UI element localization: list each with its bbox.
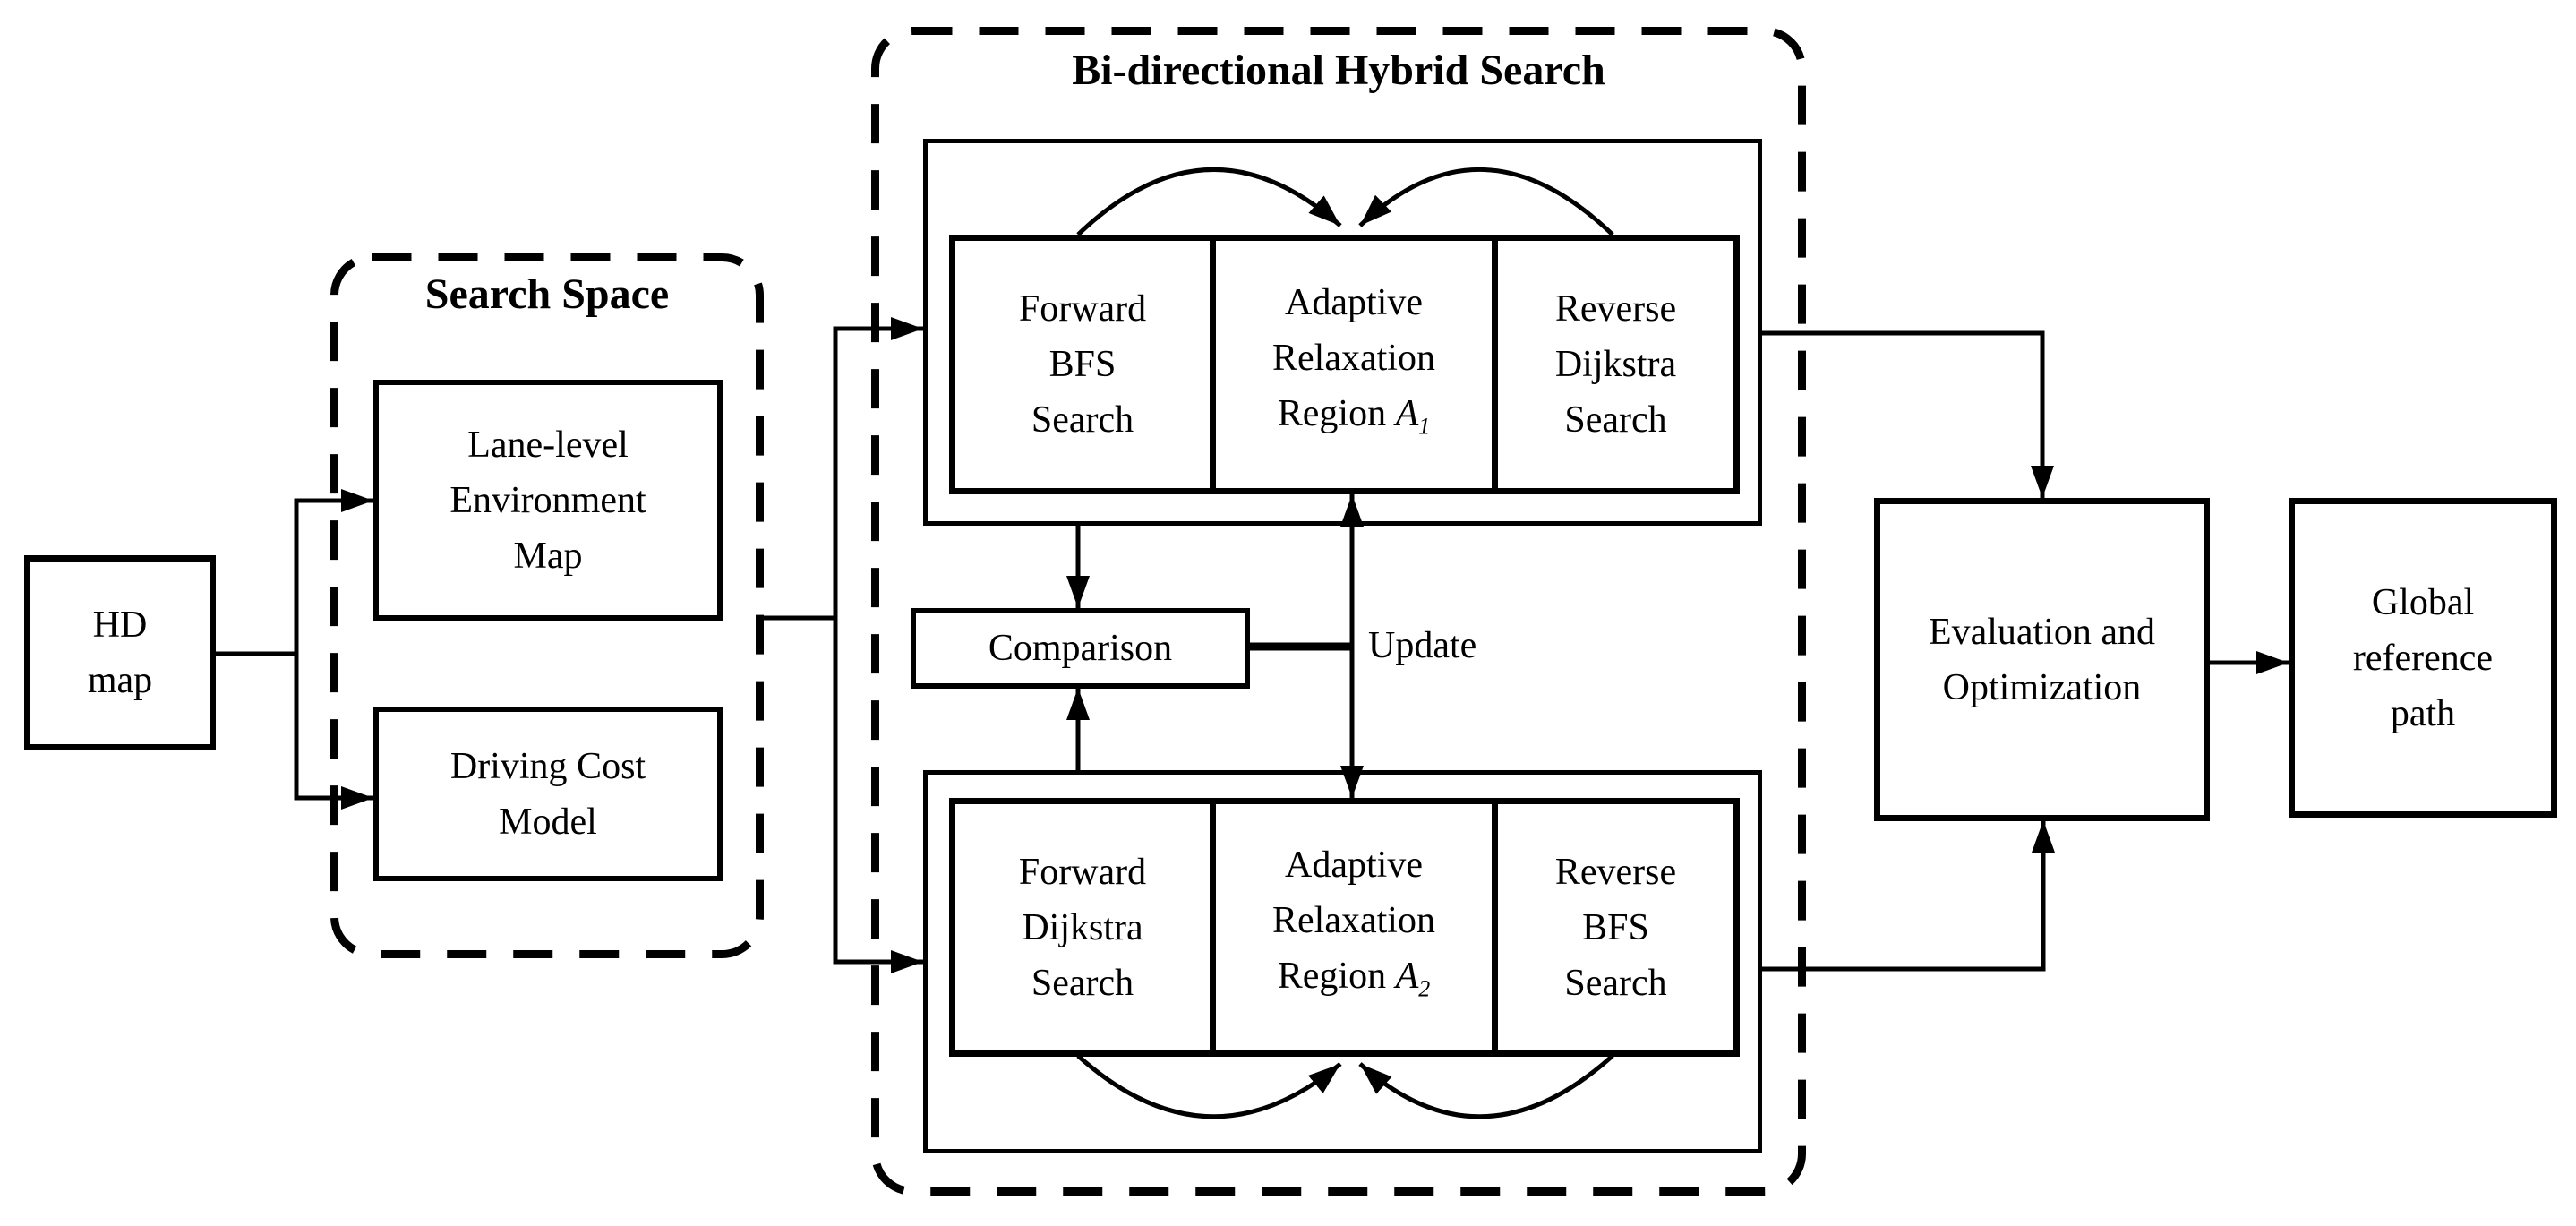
reverse-dijkstra-to-region-arc bbox=[1358, 167, 1614, 236]
searchspace-split-connector bbox=[761, 326, 838, 965]
lane-level-line: Environment bbox=[449, 479, 646, 521]
region-subscript: 2 bbox=[1418, 975, 1431, 1002]
forward-bfs-search-node: Forward BFS Search bbox=[949, 235, 1216, 494]
driving-cost-model-node: Driving Cost Model bbox=[373, 707, 723, 881]
region-subscript: 1 bbox=[1418, 413, 1431, 440]
forward-dijkstra-line: Dijkstra bbox=[1022, 906, 1143, 948]
region-word: Region bbox=[1277, 392, 1396, 434]
region-symbol: A bbox=[1395, 956, 1419, 998]
adaptive-relaxation-region-a1-node: Adaptive Relaxation Region A1 bbox=[1210, 235, 1498, 494]
region-symbol: A bbox=[1395, 392, 1419, 434]
adaptive-region-line: Region A2 bbox=[1278, 948, 1430, 1016]
hdmap-split-connector bbox=[212, 498, 299, 801]
evaluation-line: Optimization bbox=[1942, 666, 2142, 708]
lane-level-line: Lane-level bbox=[467, 424, 629, 466]
bottom-group-to-evaluation-arrow bbox=[1761, 820, 2055, 972]
reverse-dijkstra-line: Dijkstra bbox=[1554, 344, 1677, 385]
comparison-label: Comparison bbox=[988, 628, 1173, 669]
adaptive-region-line: Adaptive bbox=[1285, 281, 1423, 323]
search-space-dashed-border bbox=[330, 253, 764, 958]
global-path-line: path bbox=[2390, 692, 2456, 734]
reverse-dijkstra-search-node: Reverse Dijkstra Search bbox=[1492, 235, 1740, 494]
bottom-search-group-frame bbox=[923, 770, 1762, 1153]
reverse-bfs-line: BFS bbox=[1582, 906, 1649, 948]
evaluation-line: Evaluation and bbox=[1928, 611, 2156, 653]
bidirectional-dashed-border bbox=[871, 27, 1806, 1196]
lane-level-map-node: Lane-level Environment Map bbox=[373, 380, 723, 621]
region-word: Region bbox=[1277, 956, 1396, 998]
adaptive-region-line: Region A1 bbox=[1278, 386, 1430, 454]
bidirectional-title: Bi-directional Hybrid Search bbox=[1072, 47, 1605, 94]
search-space-title: Search Space bbox=[424, 270, 670, 318]
global-reference-path-node: Global reference path bbox=[2289, 498, 2557, 818]
reverse-dijkstra-line: Search bbox=[1564, 399, 1667, 441]
reverse-bfs-line: Search bbox=[1564, 962, 1667, 1004]
evaluation-optimization-node: Evaluation and Optimization bbox=[1874, 498, 2210, 821]
reverse-bfs-line: Reverse bbox=[1554, 851, 1677, 893]
forward-dijkstra-line: Forward bbox=[1018, 851, 1147, 893]
hd-map-line: map bbox=[87, 660, 153, 701]
global-path-line: Global bbox=[2371, 581, 2475, 623]
global-path-line: reference bbox=[2352, 637, 2494, 679]
forward-dijkstra-search-node: Forward Dijkstra Search bbox=[949, 798, 1216, 1057]
top-search-group-frame bbox=[923, 139, 1762, 526]
update-label: Update bbox=[1368, 625, 1477, 666]
adaptive-region-line: Relaxation bbox=[1272, 337, 1435, 379]
lane-level-line: Map bbox=[513, 535, 583, 577]
hd-map-node: HD map bbox=[24, 555, 216, 750]
forward-bfs-line: BFS bbox=[1048, 344, 1117, 385]
driving-cost-line: Driving Cost bbox=[449, 745, 646, 787]
forward-bfs-line: Forward bbox=[1018, 288, 1147, 330]
top-group-to-evaluation-arrow bbox=[1761, 330, 2054, 498]
adaptive-region-line: Adaptive bbox=[1285, 844, 1423, 887]
forward-bfs-line: Search bbox=[1031, 399, 1134, 441]
driving-cost-line: Model bbox=[499, 801, 597, 843]
forward-dijkstra-line: Search bbox=[1031, 962, 1134, 1004]
forward-dijkstra-to-region-arc bbox=[1076, 1054, 1342, 1119]
forward-bfs-to-region-arc bbox=[1076, 167, 1342, 236]
reverse-bfs-to-region-arc bbox=[1358, 1054, 1614, 1119]
adaptive-region-line: Relaxation bbox=[1272, 900, 1435, 942]
adaptive-relaxation-region-a2-node: Adaptive Relaxation Region A2 bbox=[1210, 798, 1498, 1057]
reverse-bfs-search-node: Reverse BFS Search bbox=[1492, 798, 1740, 1057]
hd-map-line: HD bbox=[92, 604, 148, 646]
reverse-dijkstra-line: Reverse bbox=[1554, 288, 1677, 330]
comparison-node: Comparison bbox=[911, 608, 1250, 689]
